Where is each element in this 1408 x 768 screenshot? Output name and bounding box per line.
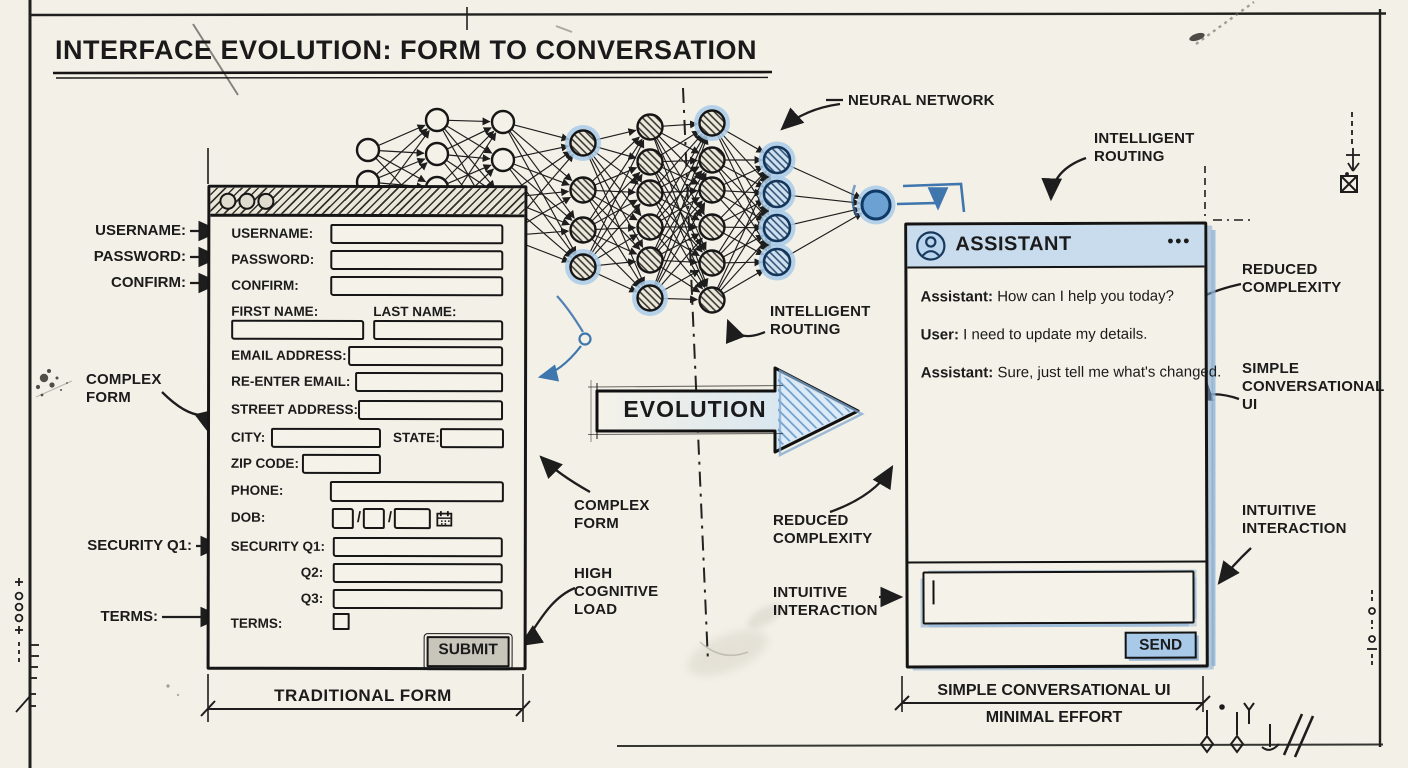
annotation-simple-conversational-ui-right: SIMPLE CONVERSATIONAL UI <box>1242 360 1385 413</box>
dob-day-input[interactable] <box>362 507 385 530</box>
message-speaker: Assistant: <box>920 288 994 306</box>
caption-traditional-form: TRADITIONAL FORM <box>262 686 464 706</box>
annotation-reduced-complexity-right: REDUCED COMPLEXITY <box>1242 261 1342 296</box>
chat-message: Assistant: How can I help you today? <box>920 287 1195 307</box>
security-q2-label: Q2: <box>300 564 324 580</box>
message-text: I need to update my details. <box>963 325 1148 344</box>
dob-month-input[interactable] <box>331 507 354 529</box>
annotation-complex-form-mid: COMPLEX FORM <box>574 497 650 532</box>
annotation-complex-form-left: COMPLEX FORM <box>86 371 162 406</box>
chat-message: User: I need to update my details. <box>921 325 1196 345</box>
annotation-neural-network: NEURAL NETWORK <box>848 92 995 109</box>
evolution-arrow <box>587 366 865 457</box>
form-window-titlebar <box>210 187 525 218</box>
external-label-confirm: CONFIRM: <box>111 274 186 291</box>
email-label: EMAIL ADDRESS: <box>231 347 347 363</box>
blue-routing-arrows <box>851 182 966 217</box>
annotation-intuitive-interaction-right: INTUITIVE INTERACTION <box>1242 502 1347 537</box>
message-speaker: Assistant: <box>920 364 994 382</box>
message-text: Sure, just tell me what's changed. <box>997 363 1222 382</box>
window-control-icon[interactable] <box>219 192 237 210</box>
message-text: How can I help you today? <box>997 287 1174 306</box>
email-input[interactable] <box>348 345 504 367</box>
dob-separator: / <box>387 509 393 527</box>
window-control-icon[interactable] <box>238 192 256 210</box>
pencil-marks <box>35 1 1255 697</box>
page-title: INTERFACE EVOLUTION: FORM TO CONVERSATIO… <box>55 35 758 65</box>
password-label: PASSWORD: <box>231 251 315 267</box>
annotation-intelligent-routing-right: INTELLIGENT ROUTING <box>1094 130 1195 165</box>
annotation-intuitive-interaction-mid: INTUITIVE INTERACTION <box>773 584 878 619</box>
annotation-high-cognitive-load: HIGH COGNITIVE LOAD <box>574 565 659 618</box>
username-label: USERNAME: <box>231 225 314 241</box>
caption-minimal-effort: MINIMAL EFFORT <box>929 709 1179 727</box>
city-label: CITY: <box>230 429 266 445</box>
blue-curl-sketch <box>537 295 592 382</box>
security-q2-input[interactable] <box>332 562 503 584</box>
submit-button[interactable]: SUBMIT <box>423 633 513 671</box>
assistant-avatar-icon <box>916 231 946 261</box>
evolution-arrow-label: EVOLUTION <box>623 396 767 422</box>
external-label-terms: TERMS: <box>100 608 159 625</box>
zip-code-input[interactable] <box>301 453 381 475</box>
chat-input-divider <box>907 560 1207 564</box>
annotation-reduced-complexity-mid: REDUCED COMPLEXITY <box>773 512 873 547</box>
title-underline <box>52 70 773 79</box>
security-q1-input[interactable] <box>332 536 503 558</box>
dob-separator: / <box>356 508 362 526</box>
center-divider-line <box>682 87 709 663</box>
window-control-icon[interactable] <box>257 192 275 210</box>
external-label-password: PASSWORD: <box>93 248 186 265</box>
chat-message: Assistant: Sure, just tell me what's cha… <box>921 362 1281 382</box>
send-button[interactable]: SEND <box>1124 631 1197 659</box>
first-name-label: FIRST NAME: <box>231 303 319 319</box>
last-name-input[interactable] <box>373 320 504 341</box>
dimension-lines <box>200 148 1251 722</box>
margin-glyphs <box>14 112 1377 758</box>
traditional-form-window: USERNAME: PASSWORD: CONFIRM: FIRST NAME:… <box>206 184 528 671</box>
external-label-username: USERNAME: <box>95 222 186 239</box>
re-enter-email-input[interactable] <box>355 371 504 393</box>
external-label-security-q1: SECURITY Q1: <box>87 537 192 554</box>
security-q1-label: SECURITY Q1: <box>230 538 326 554</box>
message-speaker: User: <box>920 326 960 344</box>
chat-menu-icon[interactable]: ••• <box>1167 231 1192 251</box>
chat-message-input[interactable] <box>922 570 1195 625</box>
terms-label: TERMS: <box>230 615 283 631</box>
confirm-input[interactable] <box>330 275 504 297</box>
text-cursor <box>932 580 935 605</box>
password-input[interactable] <box>330 249 504 271</box>
phone-input[interactable] <box>329 480 504 503</box>
chat-title: ASSISTANT <box>955 232 1072 256</box>
street-address-label: STREET ADDRESS: <box>231 401 359 417</box>
security-q3-label: Q3: <box>300 590 324 606</box>
frame-border <box>28 0 1387 768</box>
street-address-input[interactable] <box>358 399 504 421</box>
security-q3-input[interactable] <box>332 588 503 610</box>
caption-simple-conversational-ui: SIMPLE CONVERSATIONAL UI <box>929 682 1179 700</box>
terms-checkbox[interactable] <box>332 612 350 630</box>
city-input[interactable] <box>270 427 381 449</box>
dob-year-input[interactable] <box>393 508 431 530</box>
chat-header: ASSISTANT ••• <box>907 224 1205 269</box>
annotation-intelligent-routing-mid: INTELLIGENT ROUTING <box>770 303 871 338</box>
re-enter-email-label: RE-ENTER EMAIL: <box>231 373 351 389</box>
zip-code-label: ZIP CODE: <box>230 455 299 471</box>
assistant-chat-window: ASSISTANT ••• Assistant: How can I help … <box>904 221 1221 669</box>
username-input[interactable] <box>330 223 504 245</box>
phone-label: PHONE: <box>230 482 284 498</box>
state-label: STATE: <box>392 430 440 446</box>
last-name-label: LAST NAME: <box>373 304 457 320</box>
confirm-label: CONFIRM: <box>231 277 299 293</box>
state-input[interactable] <box>439 428 504 449</box>
first-name-input[interactable] <box>231 319 365 340</box>
dob-label: DOB: <box>230 509 266 525</box>
calendar-icon[interactable] <box>436 510 453 527</box>
